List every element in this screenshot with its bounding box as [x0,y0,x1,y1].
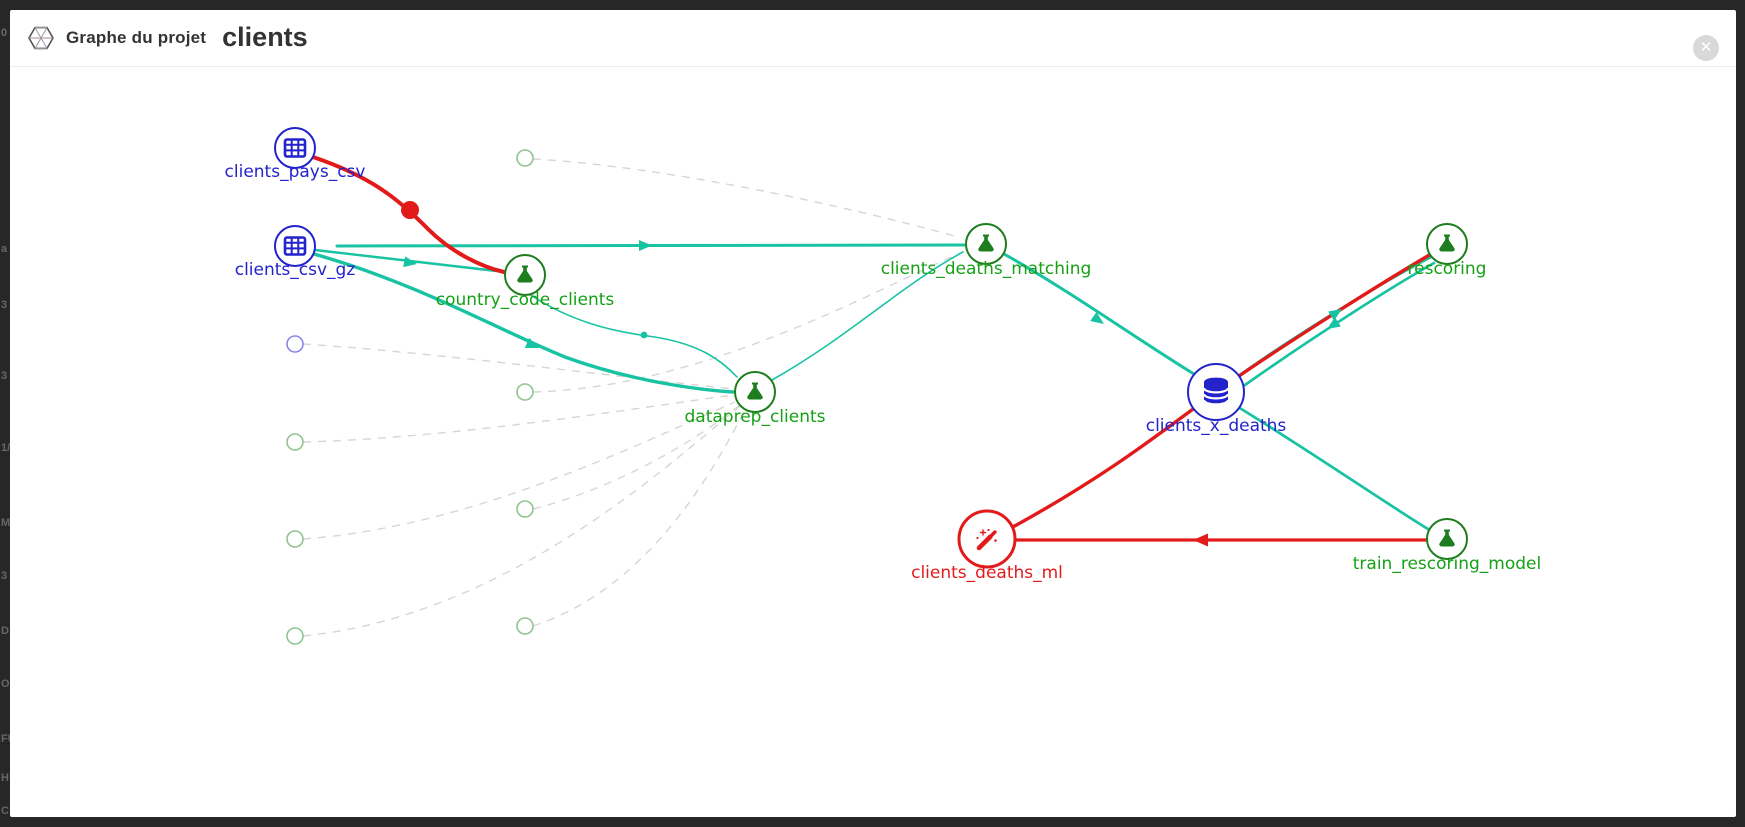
modal-title: Graphe du projet [66,28,207,47]
edge-markers [401,201,1342,547]
flow-edges-red [311,155,1433,542]
edge-text-fragment: 3 [1,299,8,311]
database-icon [1202,377,1230,406]
node-rescoring[interactable]: rescoring [1408,223,1487,279]
node-dataprep_clients[interactable]: dataprep_clients [685,371,826,427]
ghost-node[interactable] [516,617,534,635]
ghost-node[interactable] [286,433,304,451]
edge-text-fragment: C [1,805,9,817]
flask-icon [1439,234,1455,252]
node-label: country_code_clients [436,290,615,310]
ghost-edge [532,252,961,393]
modal-header: Graphe du projet clients ✕ [10,10,1736,67]
project-graph-modal: Graphe du projet clients ✕ [10,10,1736,817]
arrowhead [1328,309,1342,321]
node-country_code_clients[interactable]: country_code_clients [436,254,615,310]
edge-csvgz-dataprep [312,252,735,394]
node-label: clients_csv_gz [235,260,356,280]
node-clients_pays_csv[interactable]: clients_pays_csv [225,127,366,182]
ghost-node[interactable] [516,383,534,401]
node-circle[interactable] [274,225,316,267]
flow-hexagon-icon [28,26,54,50]
edge-matching-xdeaths [1002,252,1196,376]
flow-edges-teal [312,243,1436,531]
arrowhead [1327,317,1341,329]
red-edge-dot [401,201,419,219]
arrowhead [639,240,652,251]
ghost-edge [302,394,734,443]
arrowhead [403,256,417,268]
node-label: dataprep_clients [685,407,826,427]
magic-wand-icon [976,528,997,551]
arrowhead [1090,312,1104,324]
flask-icon [1439,529,1455,547]
flow-graph-canvas: clients_pays_csv clients_csv_gz country_ [225,127,1541,645]
edge-text-fragment: 3 [1,570,8,582]
table-icon [283,236,307,256]
node-label: rescoring [1408,259,1487,279]
ghost-nodes [286,149,534,645]
ghost-edge [302,405,741,637]
ghost-edge [532,158,959,238]
node-clients_x_deaths[interactable]: clients_x_deaths [1146,363,1287,436]
ghost-edges [302,158,961,637]
table-icon [283,138,307,158]
teal-edge-dot [640,331,648,339]
edge-countrycode-dataprep [528,293,738,378]
edge-xdeaths-train [1236,405,1430,531]
edge-rescoring-xdeaths [1243,261,1436,387]
node-label: clients_deaths_ml [911,563,1063,583]
node-label: clients_pays_csv [225,162,366,182]
edge-dataprep-matching [771,251,964,381]
edge-text-fragment: H [1,772,9,784]
edge-text-fragment: 1/ [1,442,10,454]
node-clients_csv_gz[interactable]: clients_csv_gz [235,225,356,280]
edge-text-fragment: 3 [1,370,8,382]
background-app-edge: 0 a 3 3 1/ M 3 D O FU H C [0,0,10,827]
node-label: train_rescoring_model [1353,554,1541,574]
ghost-node[interactable] [516,500,534,518]
ghost-edge [302,401,736,540]
edge-text-fragment: FU [1,733,10,745]
arrowhead [524,337,539,348]
node-circle[interactable] [274,127,316,169]
ghost-node[interactable] [286,627,304,645]
close-button[interactable]: ✕ [1693,35,1719,61]
project-name: clients [222,21,308,52]
node-label: clients_deaths_matching [881,259,1092,279]
node-clients_deaths_matching[interactable]: clients_deaths_matching [881,223,1092,279]
node-train_rescoring_model[interactable]: train_rescoring_model [1353,518,1541,574]
edge-text-fragment: a [1,243,8,255]
node-clients_deaths_ml[interactable]: clients_deaths_ml [911,509,1063,583]
edge-text-fragment: 0 [1,27,8,39]
flask-icon [978,234,994,252]
ghost-edge [302,343,734,390]
edge-text-fragment: M [1,517,10,529]
node-label: clients_x_deaths [1146,416,1287,436]
ghost-node[interactable] [286,335,304,353]
ghost-node[interactable] [516,149,534,167]
edge-text-fragment: D [1,625,9,637]
ghost-edge [532,403,742,510]
edge-csvgz-countrycode [313,248,507,274]
arrowhead [1193,533,1208,547]
ghost-edge [532,405,748,627]
flask-icon [747,382,763,400]
ghost-node[interactable] [286,530,304,548]
edge-payscsv-countrycode [311,155,506,274]
flask-icon [517,265,533,283]
edge-text-fragment: O [1,678,10,690]
